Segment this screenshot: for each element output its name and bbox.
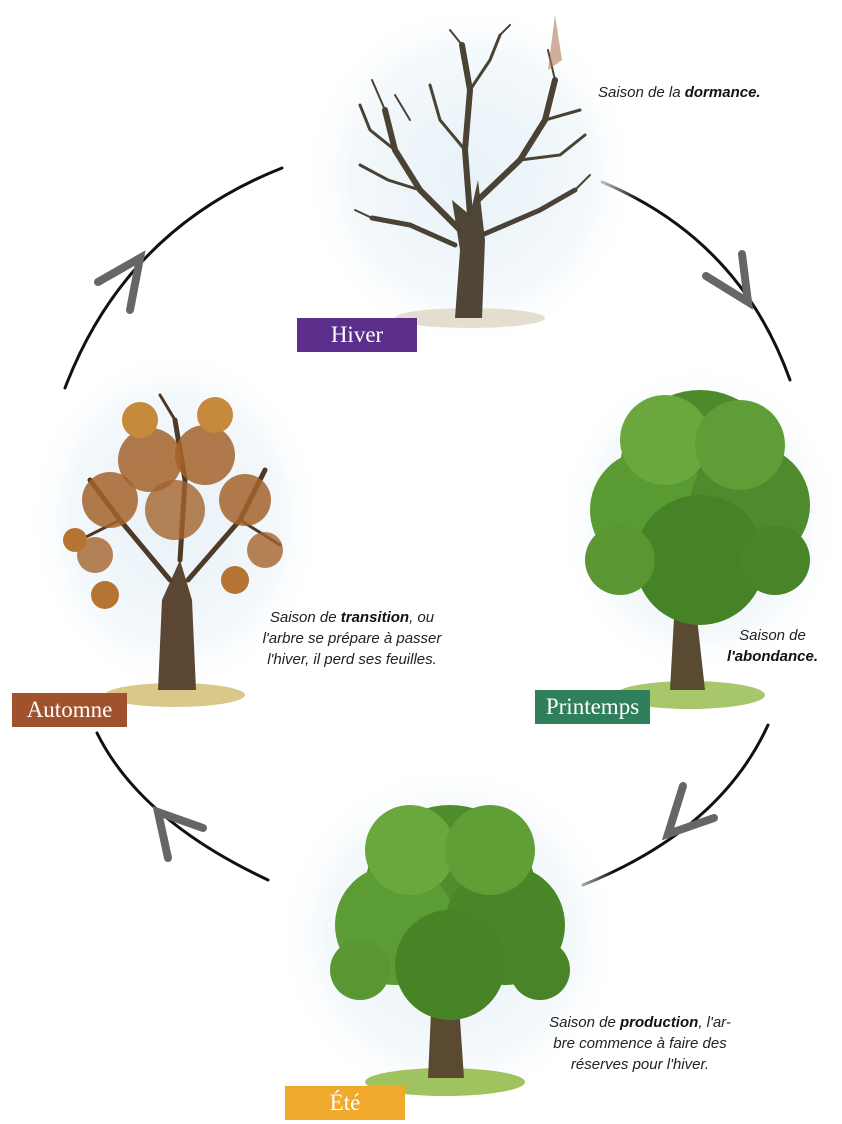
- season-label-printemps: Printemps: [535, 690, 650, 724]
- spring-tree-illustration: [555, 360, 842, 709]
- arrow-barb-hiver-printemps: [702, 250, 754, 310]
- caption-printemps: Saison de l'abondance.: [705, 625, 840, 667]
- caption-hiver: Saison de la dormance.: [598, 82, 838, 103]
- summer-tree-illustration: [275, 760, 625, 1110]
- caption-ete-line2: bre commence à faire des: [553, 1035, 727, 1052]
- caption-automne-line3: l'hiver, il perd ses feuilles.: [267, 651, 437, 668]
- caption-automne-post1: , ou: [409, 609, 435, 626]
- caption-automne-line2: l'arbre se prépare à passer: [262, 630, 442, 647]
- caption-printemps-line1: Saison de: [739, 627, 806, 644]
- caption-automne-bold: transition: [340, 609, 410, 626]
- season-label-hiver: Hiver: [297, 318, 417, 352]
- caption-ete-line3: réserves pour l'hiver.: [570, 1056, 710, 1073]
- caption-automne: Saison de transition, ou l'arbre se prép…: [222, 607, 482, 670]
- winter-tree-illustration: [300, 0, 640, 350]
- arrow-barb-automne-hiver: [94, 250, 146, 314]
- caption-hiver-bold: dormance.: [684, 84, 761, 101]
- arrow-ete-to-automne: [95, 731, 270, 882]
- autumn-tree-illustration: [25, 345, 325, 707]
- cycle-arrows: [63, 166, 792, 887]
- season-label-automne: Automne: [12, 693, 127, 727]
- arrow-barb-printemps-ete: [661, 782, 718, 841]
- caption-automne-pre: Saison de: [269, 609, 341, 626]
- arrow-barb-ete-automne: [152, 805, 207, 862]
- arrow-automne-to-hiver: [63, 166, 284, 390]
- caption-printemps-bold: l'abondance.: [726, 648, 819, 665]
- caption-ete: Saison de production, l'ar- bre commence…: [515, 1012, 765, 1075]
- caption-ete-bold: production: [619, 1014, 699, 1031]
- arrow-printemps-to-ete: [581, 723, 770, 887]
- caption-hiver-pre: Saison de la: [598, 84, 685, 101]
- caption-ete-post1: , l'ar-: [698, 1014, 731, 1031]
- season-label-ete: Été: [285, 1086, 405, 1120]
- caption-ete-pre: Saison de: [549, 1014, 620, 1031]
